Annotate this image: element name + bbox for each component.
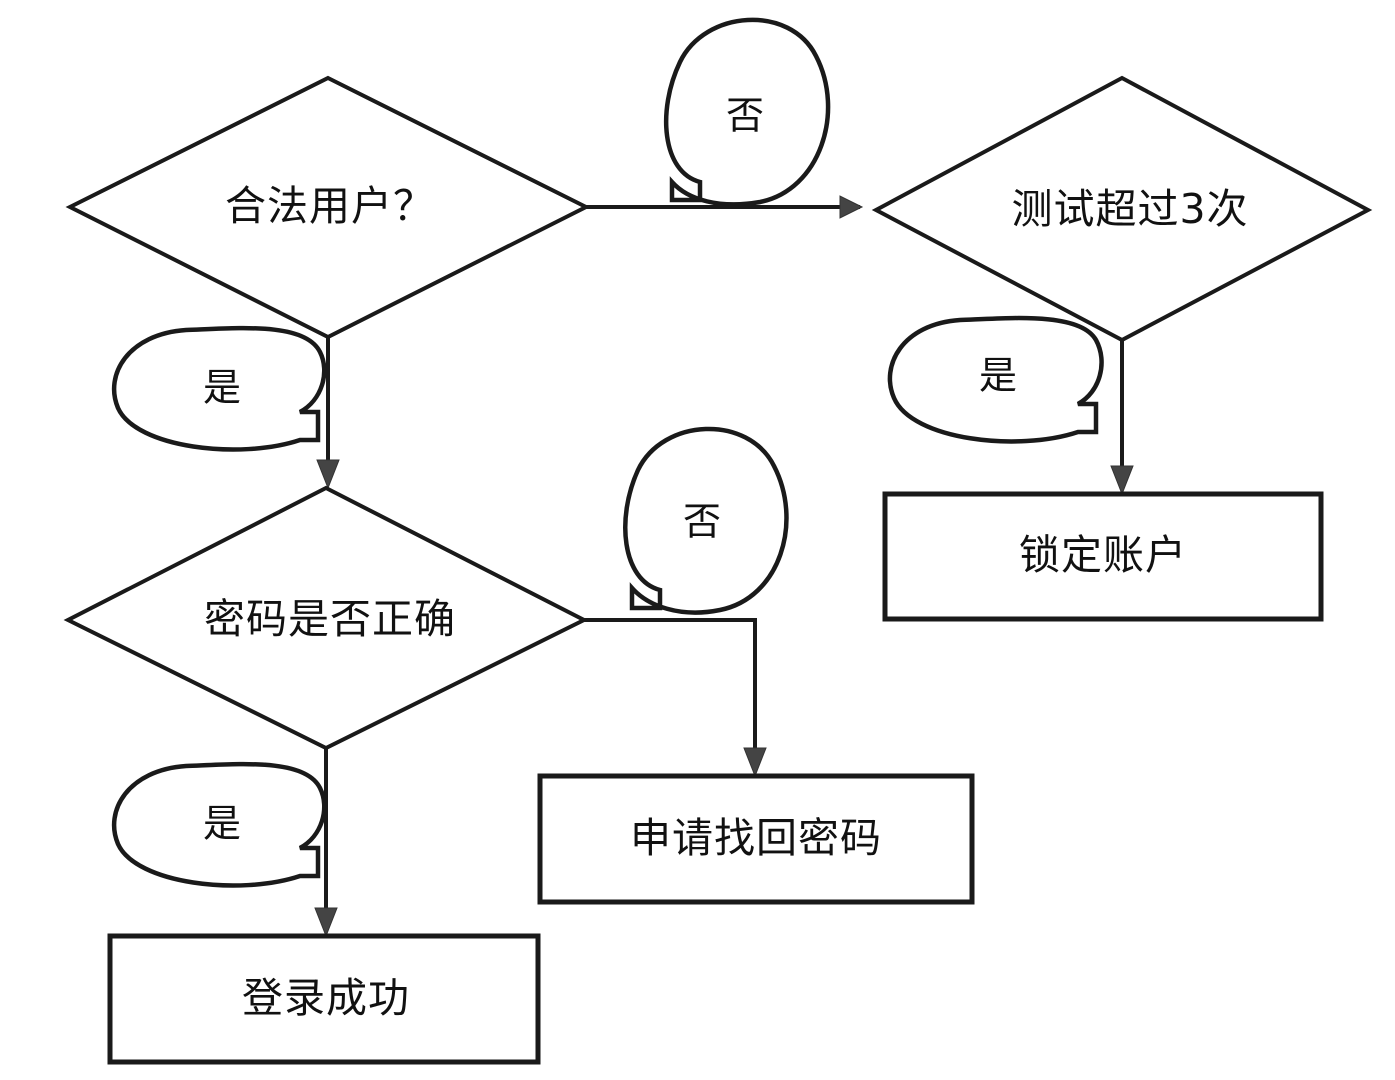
- node-login-success[interactable]: 登录成功: [107, 933, 541, 1065]
- edge-label-legal-user-yes-text: 是: [203, 366, 241, 410]
- arrow-head-icon: [839, 195, 864, 219]
- callout-bubble: [111, 761, 327, 888]
- arrow-head-icon: [743, 747, 767, 778]
- callout-bubble: [887, 315, 1104, 444]
- callout-bubble: [111, 325, 327, 452]
- connector-legal-user-to-password-correct: [316, 338, 340, 490]
- node-lock-account[interactable]: 锁定账户: [882, 491, 1324, 622]
- node-legal-user[interactable]: 合法用户？: [65, 75, 591, 340]
- edge-label-legal-user-no-text: 否: [726, 94, 764, 138]
- edge-label-legal-user-no: 否: [663, 17, 831, 207]
- decision-shape: [871, 75, 1373, 343]
- edge-label-test-over-3-yes-text: 是: [979, 354, 1017, 398]
- node-test-over-3-label: 测试超过3次: [1011, 185, 1248, 233]
- connector-password-correct-to-login-success: [314, 748, 338, 938]
- process-shape: [537, 773, 975, 905]
- arrow-head-icon: [316, 459, 340, 490]
- connector-password-correct-to-retrieve-password: [584, 618, 767, 778]
- callout-bubble: [663, 17, 831, 207]
- arrow-head-icon: [314, 907, 338, 938]
- connector-test-over-3-to-lock-account: [1110, 340, 1134, 496]
- node-lock-account-label: 锁定账户: [1019, 531, 1187, 579]
- process-shape: [107, 933, 541, 1065]
- connector-legal-user-to-test-over-3: [586, 195, 864, 219]
- node-legal-user-label: 合法用户？: [225, 182, 435, 230]
- decision-shape: [63, 485, 589, 751]
- node-login-success-label: 登录成功: [242, 974, 410, 1022]
- node-retrieve-password[interactable]: 申请找回密码: [537, 773, 975, 905]
- edge-label-legal-user-yes: 是: [111, 325, 327, 452]
- edge-label-password-no: 否: [623, 426, 789, 615]
- arrow-head-icon: [1110, 465, 1134, 496]
- node-password-correct[interactable]: 密码是否正确: [63, 485, 589, 751]
- edge-label-password-yes: 是: [111, 761, 327, 888]
- decision-shape: [65, 75, 591, 340]
- edge-label-password-no-text: 否: [683, 500, 721, 544]
- node-retrieve-password-label: 申请找回密码: [630, 814, 882, 862]
- node-password-correct-label: 密码是否正确: [204, 595, 456, 643]
- callout-bubble: [623, 426, 789, 615]
- process-shape: [882, 491, 1324, 622]
- node-test-over-3[interactable]: 测试超过3次: [871, 75, 1373, 343]
- edge-label-test-over-3-yes: 是: [887, 315, 1104, 444]
- edge-label-password-yes-text: 是: [203, 802, 241, 846]
